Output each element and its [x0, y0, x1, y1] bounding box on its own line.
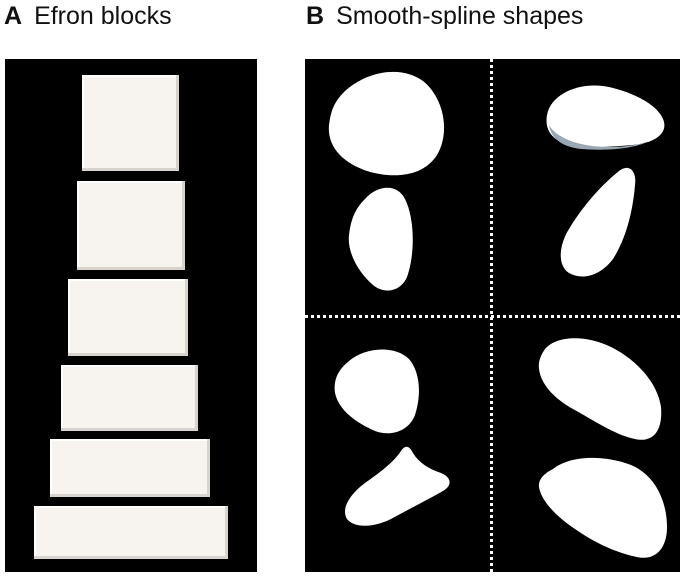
efron-block-4 — [61, 365, 198, 431]
spline-shape-6 — [345, 446, 450, 526]
spline-shape-4 — [560, 167, 636, 277]
spline-shape-5 — [334, 349, 419, 434]
efron-blocks-panel — [5, 59, 257, 572]
efron-block-1 — [82, 75, 179, 171]
efron-block-6 — [34, 506, 228, 559]
efron-block-3 — [68, 279, 188, 356]
spline-shapes-canvas — [328, 71, 667, 558]
spline-shapes-panel — [305, 59, 680, 572]
efron-block-5 — [50, 439, 210, 497]
panel-b-letter: B — [306, 2, 325, 30]
panel-a-title: Efron blocks — [34, 2, 172, 30]
spline-shape-2 — [348, 187, 413, 291]
panel-a-letter: A — [4, 2, 23, 30]
panel-a-heading: A Efron blocks — [4, 2, 172, 31]
quadrant-divider-horizontal — [305, 315, 680, 318]
spline-shape-1 — [328, 71, 445, 176]
spline-shape-3 — [546, 85, 665, 147]
panel-b-heading: B Smooth-spline shapes — [306, 2, 583, 31]
panel-b-title: Smooth-spline shapes — [336, 2, 584, 30]
spline-shape-3-shadow — [549, 125, 649, 150]
spline-shape-7 — [538, 338, 662, 440]
spline-shape-8 — [538, 457, 667, 558]
efron-block-2 — [77, 181, 185, 270]
